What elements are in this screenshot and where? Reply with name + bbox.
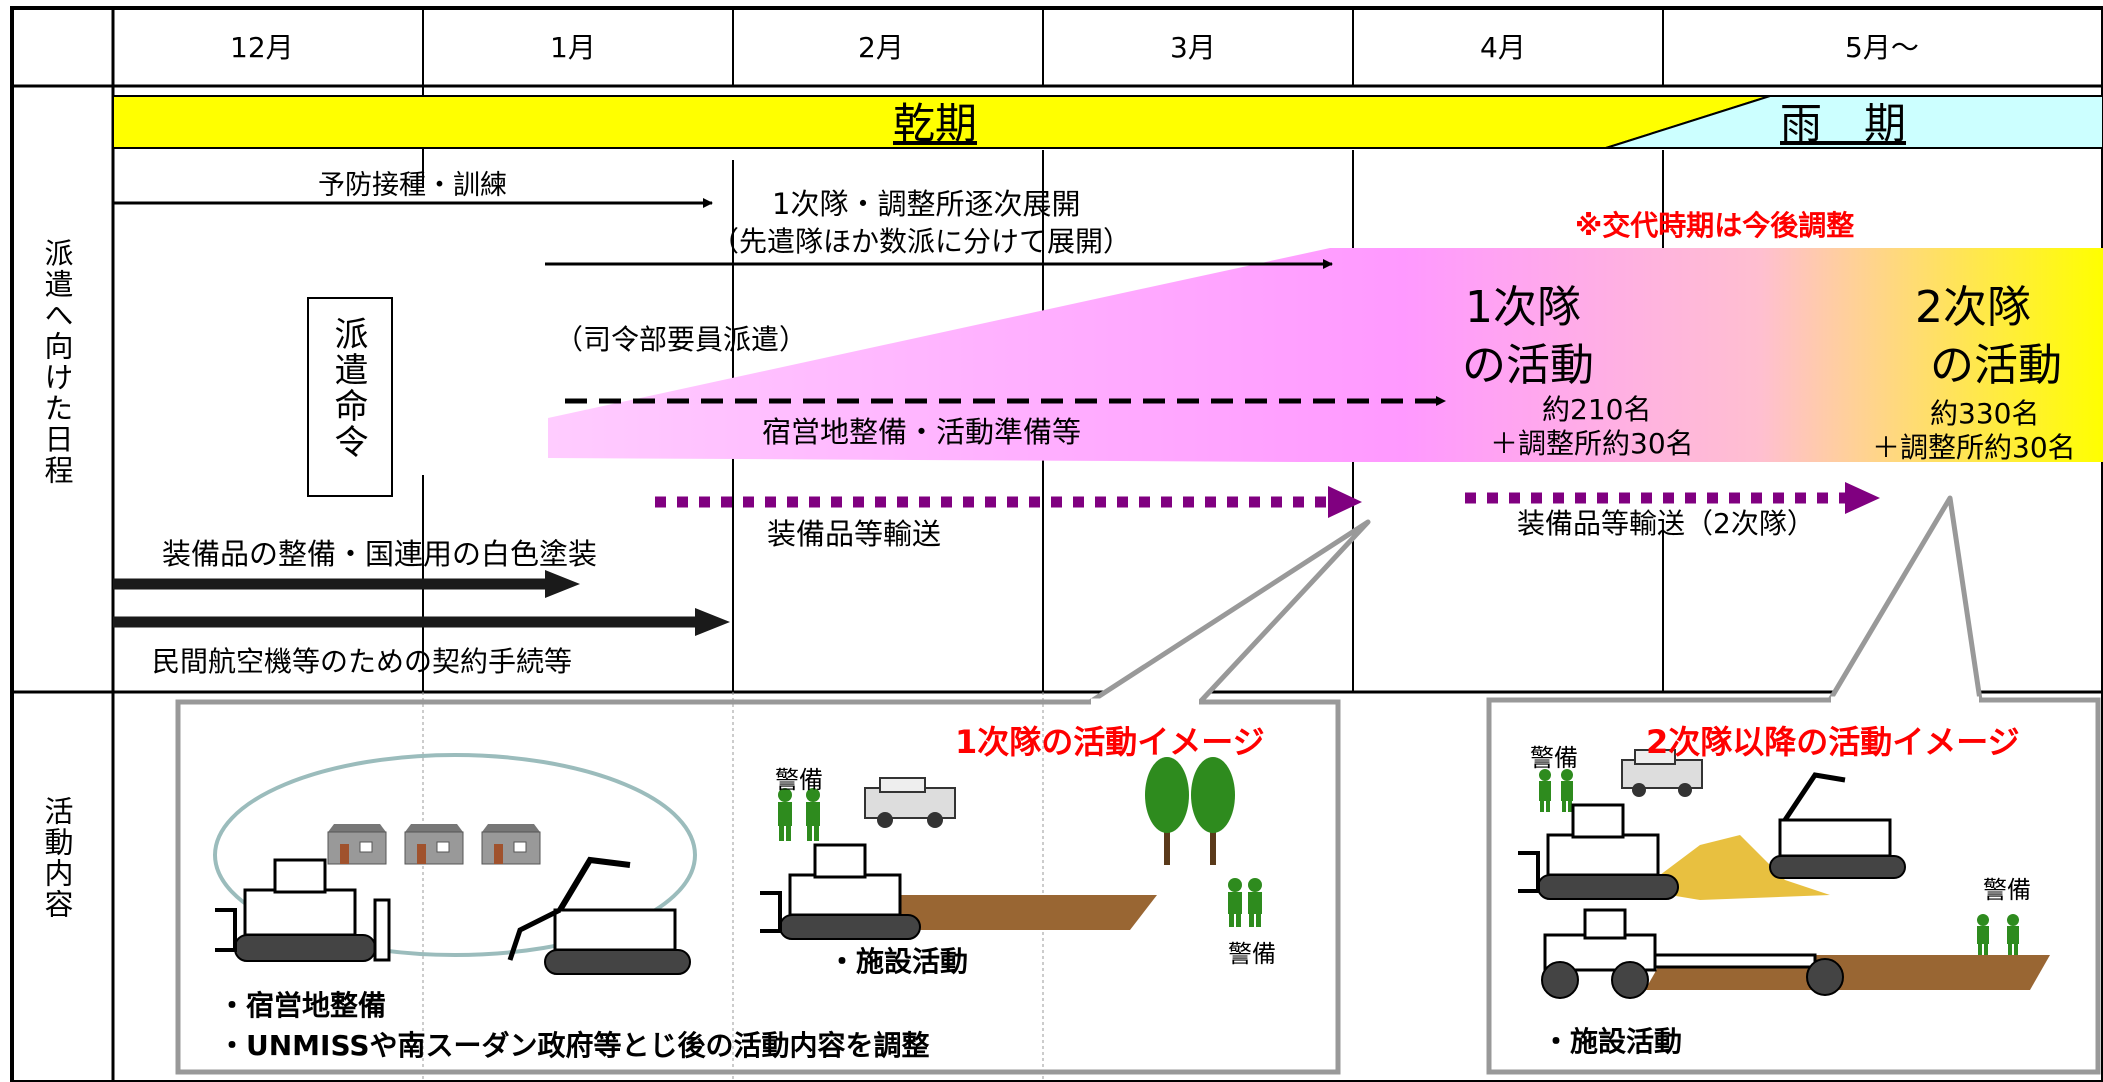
civil-aviation-label: 民間航空機等のための契約手続等: [152, 645, 573, 678]
dispatch-order-box: [307, 297, 393, 497]
tree-icons: [1145, 757, 1235, 865]
vaccination-label: 予防接種・訓練: [318, 170, 507, 201]
guard-label: 警備: [1530, 744, 1578, 772]
facility-label: ・施設活動: [1542, 1025, 1683, 1058]
soldier-icons: [1539, 769, 1573, 812]
sand-pile: [1640, 835, 1830, 900]
guard-label: 警備: [1983, 876, 2031, 904]
second-unit-callout: [1486, 495, 2101, 1075]
excavator-icon: [1769, 772, 1906, 879]
equipment-transport-2-label: 装備品等輸送（2次隊）: [1517, 507, 1815, 540]
equipment-maint-label: 装備品の整備・国連用の白色塗装: [162, 537, 598, 571]
first-unit-size-line2: ＋調整所約30名: [1490, 427, 1694, 460]
facility-label: ・施設活動: [828, 945, 969, 978]
coordination-label: ・UNMISSや南スーダン政府等とじ後の活動内容を調整: [218, 1029, 930, 1062]
second-unit-size-line1: 約330名: [1930, 397, 2040, 430]
jeep-icon: [1621, 749, 1703, 797]
civil-aviation-arrow: [113, 608, 730, 636]
rotation-note: ※交代時期は今後調整: [1575, 209, 1855, 242]
jeep-icon: [864, 777, 956, 828]
rainy-season-label: 雨 期: [1780, 99, 1907, 148]
second-unit-title-line2: の活動: [1930, 340, 2062, 391]
deploy-label-line2: （先遣隊ほか数派に分けて展開）: [711, 225, 1132, 258]
hut-icons: [327, 824, 541, 865]
excavator-icon: [507, 856, 691, 975]
first-unit-size-line1: 約210名: [1542, 393, 1652, 426]
deploy-label-line1: 1次隊・調整所逐次展開: [772, 187, 1081, 221]
first-unit-callout: [175, 519, 1371, 1075]
soldier-icons: [1977, 914, 2019, 955]
dispatch-order-label: 派遣命令: [328, 316, 368, 460]
guard-label: 警備: [775, 766, 823, 794]
hq-staff-label: （司令部要員派遣）: [555, 323, 808, 356]
month-header-feb: 2月: [858, 31, 904, 64]
grader-icon: [1541, 908, 1844, 999]
equipment-transport-label: 装備品等輸送: [767, 517, 942, 551]
rainy-season-bar: [1605, 95, 2103, 149]
first-unit-title-line2: の活動: [1462, 340, 1594, 391]
soldier-icons: [778, 788, 820, 841]
month-header-apr: 4月: [1480, 31, 1526, 64]
month-header-mar: 3月: [1170, 31, 1216, 64]
month-header-may: 5月～: [1845, 31, 1919, 64]
second-unit-title-line1: 2次隊: [1915, 282, 2031, 333]
month-header-dec: 12月: [230, 31, 294, 64]
bulldozer-icon: [215, 858, 391, 962]
dry-season-label: 乾期: [893, 99, 978, 148]
camp-perimeter: [213, 753, 697, 957]
transport-arrow-1: [655, 486, 1362, 518]
second-image-title: 2次隊以降の活動イメージ: [1646, 723, 2020, 761]
first-unit-title-line1: 1次隊: [1465, 282, 1581, 333]
row-label-activity: 活動内容: [40, 796, 74, 920]
soldier-icons: [1228, 878, 1262, 927]
first-image-title: 1次隊の活動イメージ: [955, 723, 1265, 761]
camp-label: ・宿営地整備: [218, 989, 387, 1022]
bulldozer-icon: [1518, 803, 1679, 900]
unit-activity-band: [548, 248, 2103, 462]
transport-arrow-2: [1465, 482, 1880, 514]
equipment-maint-arrow: [113, 570, 580, 598]
month-header-jan: 1月: [550, 31, 596, 64]
bulldozer-icon: [760, 843, 921, 940]
second-unit-size-line2: ＋調整所約30名: [1872, 431, 2076, 464]
guard-label: 警備: [1228, 940, 1276, 968]
row-label-schedule: 派遣へ向けた日程: [40, 238, 74, 486]
camp-prep-label: 宿営地整備・活動準備等: [762, 415, 1082, 449]
